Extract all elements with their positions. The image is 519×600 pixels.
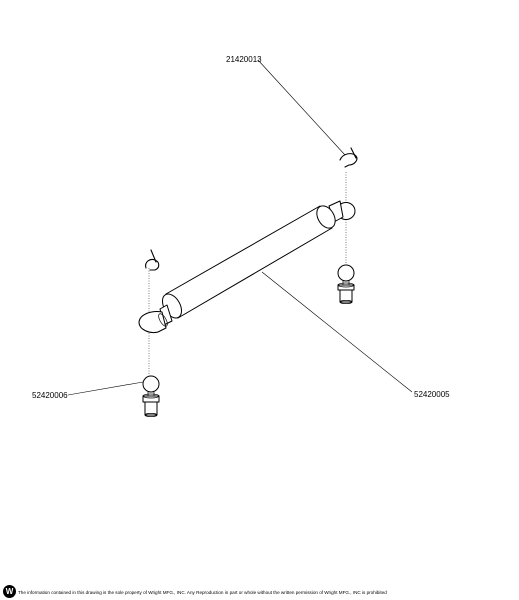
disclaimer-text: The information contained in this drawin… xyxy=(18,590,387,595)
clip-left xyxy=(145,249,160,271)
leader-52420006 xyxy=(67,381,144,396)
gas-spring-52420005 xyxy=(138,200,356,333)
leader-52420005 xyxy=(261,271,413,393)
clip-21420013 xyxy=(339,147,358,168)
ball-stud-right xyxy=(337,264,355,304)
ball-stud-52420006 xyxy=(142,375,160,417)
footer: W The information contained in this draw… xyxy=(3,585,515,600)
leader-21420013 xyxy=(257,59,346,156)
part-label-52420006: 52420006 xyxy=(32,391,68,400)
part-label-52420005: 52420005 xyxy=(414,390,450,399)
wright-logo-icon: W xyxy=(3,585,16,598)
part-label-21420013: 21420013 xyxy=(226,55,262,64)
